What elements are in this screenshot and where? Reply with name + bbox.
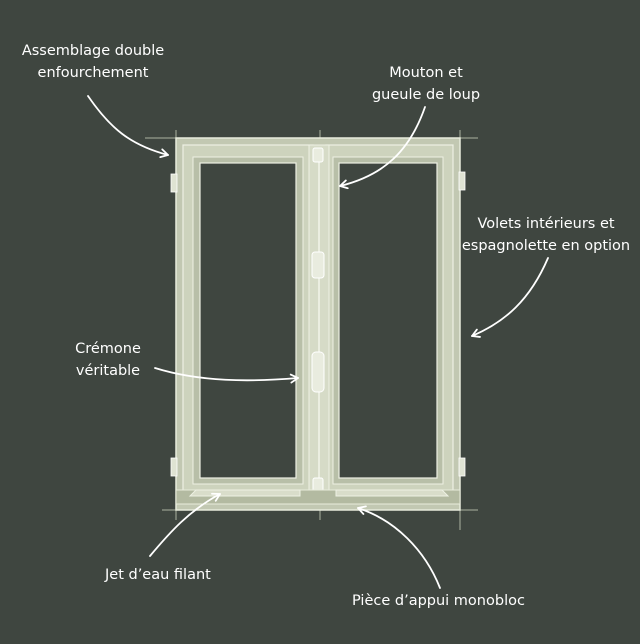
arrow-assemblage xyxy=(87,95,169,158)
arrow-volets xyxy=(471,257,549,338)
left-glass xyxy=(199,162,297,479)
right-glass xyxy=(338,162,438,479)
jet-d-eau xyxy=(188,489,301,497)
hinges xyxy=(170,171,466,477)
label-assemblage: Assemblage double enfourchement xyxy=(21,43,165,81)
arrow-mouton xyxy=(339,106,426,190)
label-cremone: Crémone véritable xyxy=(75,341,141,379)
label-piece: Pièce d’appui monobloc xyxy=(352,593,525,609)
arrow-cremone xyxy=(154,367,299,384)
annotation-arrows xyxy=(87,95,549,589)
label-volets: Volets intérieurs et espagnolette en opt… xyxy=(461,216,631,254)
arrow-jet xyxy=(149,492,221,557)
label-jet: Jet d’eau filant xyxy=(105,567,211,583)
arrow-piece xyxy=(357,505,441,589)
label-mouton: Mouton et gueule de loup xyxy=(371,65,481,103)
